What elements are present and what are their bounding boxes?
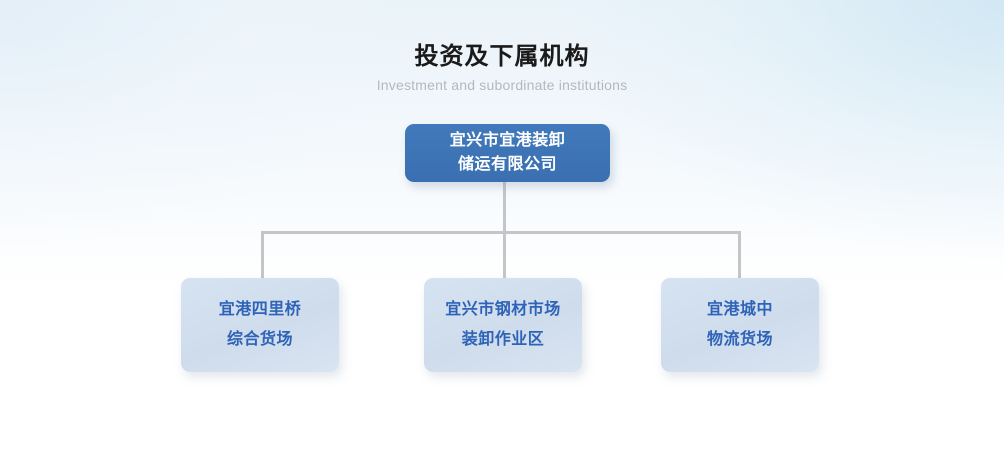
org-node-child-2-line2: 装卸作业区 [461,331,545,348]
page-title: 投资及下属机构 [414,43,590,70]
org-node-root-line2: 储运有限公司 [457,156,557,173]
org-node-root-line1: 宜兴市宜港装卸 [449,132,566,149]
connector-left-vertical [261,231,264,279]
org-node-child-3-line2: 物流货场 [706,331,773,348]
connector-horizontal-bus [261,231,741,234]
connector-right-vertical [738,231,741,279]
org-node-child-3-line1: 宜港城中 [706,301,773,318]
org-node-child-2-line1: 宜兴市钢材市场 [445,301,561,318]
org-node-child-1-line1: 宜港四里桥 [218,301,302,318]
org-node-child-2[interactable]: 宜兴市钢材市场 装卸作业区 [424,278,582,372]
page-header: 投资及下属机构 Investment and subordinate insti… [0,42,1004,94]
org-node-child-1[interactable]: 宜港四里桥 综合货场 [181,278,339,372]
org-node-root[interactable]: 宜兴市宜港装卸 储运有限公司 [405,124,610,182]
page-subtitle: Investment and subordinate institutions [376,77,628,93]
connector-root-vertical [503,181,506,279]
org-node-child-3[interactable]: 宜港城中 物流货场 [661,278,819,372]
org-node-child-1-line2: 综合货场 [226,331,293,348]
